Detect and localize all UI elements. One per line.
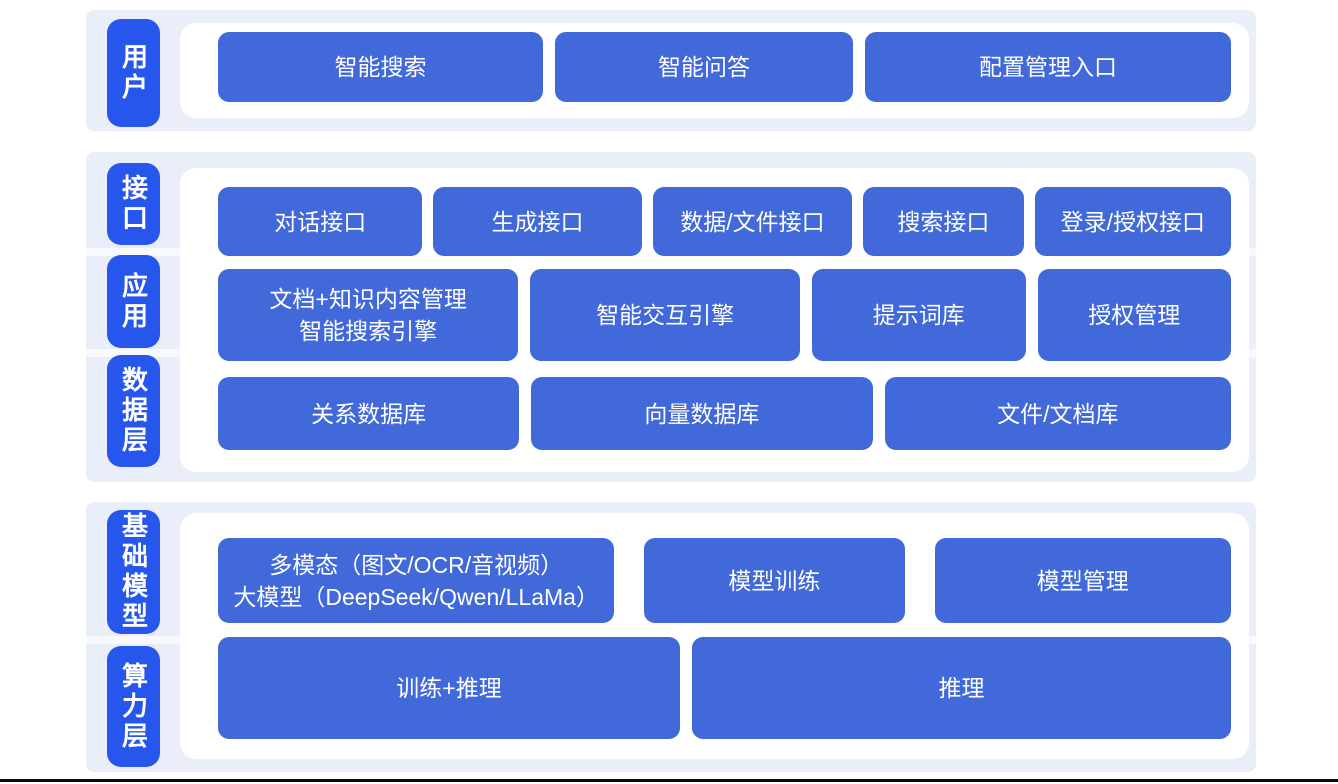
row-compute: 训练+推理 推理 [218,637,1231,739]
row-applications: 文档+知识内容管理 智能搜索引擎 智能交互引擎 提示词库 授权管理 [218,269,1231,361]
row-interfaces: 对话接口 生成接口 数据/文件接口 搜索接口 登录/授权接口 [218,187,1231,256]
box-config-management-entry-label: 配置管理入口 [979,54,1117,80]
box-intelligent-search: 智能搜索 [218,32,543,102]
box-vector-db: 向量数据库 [531,377,873,450]
box-intelligent-interaction-engine-label: 智能交互引擎 [596,302,735,328]
panel-middle-layers: 对话接口 生成接口 数据/文件接口 搜索接口 登录/授权接口 [180,168,1249,472]
band-user-layer: 用户 智能搜索 智能问答 配置管理入口 [86,10,1256,131]
box-doc-knowledge-line2: 智能搜索引擎 [299,318,438,344]
box-inference-label: 推理 [938,675,985,701]
bottom-border-line [0,779,1338,782]
box-config-management-entry: 配置管理入口 [865,32,1231,102]
box-intelligent-qa-label: 智能问答 [658,54,750,80]
box-vector-db-label: 向量数据库 [644,400,760,427]
box-search-api-label: 搜索接口 [897,208,990,235]
box-authorization-management: 授权管理 [1037,269,1231,361]
box-data-file-api: 数据/文件接口 [652,187,853,256]
box-intelligent-qa: 智能问答 [555,32,853,102]
pill-compute-layer-label: 算力层 [118,661,149,752]
pill-user-layer-label: 用户 [118,43,149,103]
box-data-file-api-label: 数据/文件接口 [680,208,825,235]
box-model-training: 模型训练 [644,538,905,623]
box-model-management: 模型管理 [934,538,1231,623]
pill-interface-layer-label: 接口 [118,174,149,234]
panel-user-layer: 智能搜索 智能问答 配置管理入口 [180,23,1249,118]
box-intelligent-interaction-engine: 智能交互引擎 [530,269,800,361]
box-relational-db-label: 关系数据库 [311,400,427,427]
box-file-document-store-label: 文件/文档库 [997,400,1119,427]
box-generation-api: 生成接口 [433,187,642,256]
row-data-stores: 关系数据库 向量数据库 文件/文档库 [218,377,1231,450]
box-file-document-store: 文件/文档库 [884,377,1231,450]
box-intelligent-search-label: 智能搜索 [334,54,427,80]
diagram-content: 用户 智能搜索 智能问答 配置管理入口 [86,0,1256,784]
box-doc-knowledge-line1: 文档+知识内容管理 [269,286,467,312]
box-multimodal-llm: 多模态（图文/OCR/音视频） 大模型（DeepSeek/Qwen/LLaMa） [218,538,615,623]
box-login-auth-api-label: 登录/授权接口 [1060,208,1205,235]
pill-application-layer-label: 应用 [118,271,149,332]
box-inference: 推理 [692,637,1231,739]
box-authorization-management-label: 授权管理 [1088,302,1181,328]
pill-interface-layer: 接口 [107,163,160,245]
box-doc-knowledge-management: 文档+知识内容管理 智能搜索引擎 [218,269,519,361]
box-search-api: 搜索接口 [863,187,1024,256]
box-training-inference-label: 训练+推理 [396,675,502,701]
pill-user-layer: 用户 [107,19,160,127]
box-generation-api-label: 生成接口 [491,208,584,235]
panel-foundation-layers: 多模态（图文/OCR/音视频） 大模型（DeepSeek/Qwen/LLaMa）… [180,513,1249,759]
box-multimodal-llm-line1: 多模态（图文/OCR/音视频） [269,551,564,578]
band-middle-layers: 接口 应用 数据层 对话接口 生成接口 数据/文件接口 [86,152,1256,482]
pill-application-layer: 应用 [107,255,160,348]
pill-foundation-model-layer-label: 基础模型 [118,512,149,632]
box-prompt-library-label: 提示词库 [872,302,965,328]
band-foundation-layers: 基础模型 算力层 多模态（图文/OCR/音视频） 大模型（DeepSeek/Qw… [86,502,1256,772]
box-training-inference: 训练+推理 [218,637,680,739]
box-model-training-label: 模型训练 [728,567,821,594]
pill-data-layer: 数据层 [107,355,160,467]
row-foundation-models: 多模态（图文/OCR/音视频） 大模型（DeepSeek/Qwen/LLaMa）… [218,538,1231,623]
pill-foundation-model-layer: 基础模型 [107,510,160,634]
pill-compute-layer: 算力层 [107,646,160,767]
box-dialog-api: 对话接口 [218,187,423,256]
box-prompt-library: 提示词库 [811,269,1026,361]
box-login-auth-api: 登录/授权接口 [1034,187,1231,256]
box-model-management-label: 模型管理 [1036,567,1129,594]
row-user-apps: 智能搜索 智能问答 配置管理入口 [218,32,1231,102]
box-relational-db: 关系数据库 [218,377,520,450]
box-dialog-api-label: 对话接口 [274,208,367,235]
pill-data-layer-label: 数据层 [118,366,149,456]
box-multimodal-llm-line2: 大模型（DeepSeek/Qwen/LLaMa） [233,583,599,610]
